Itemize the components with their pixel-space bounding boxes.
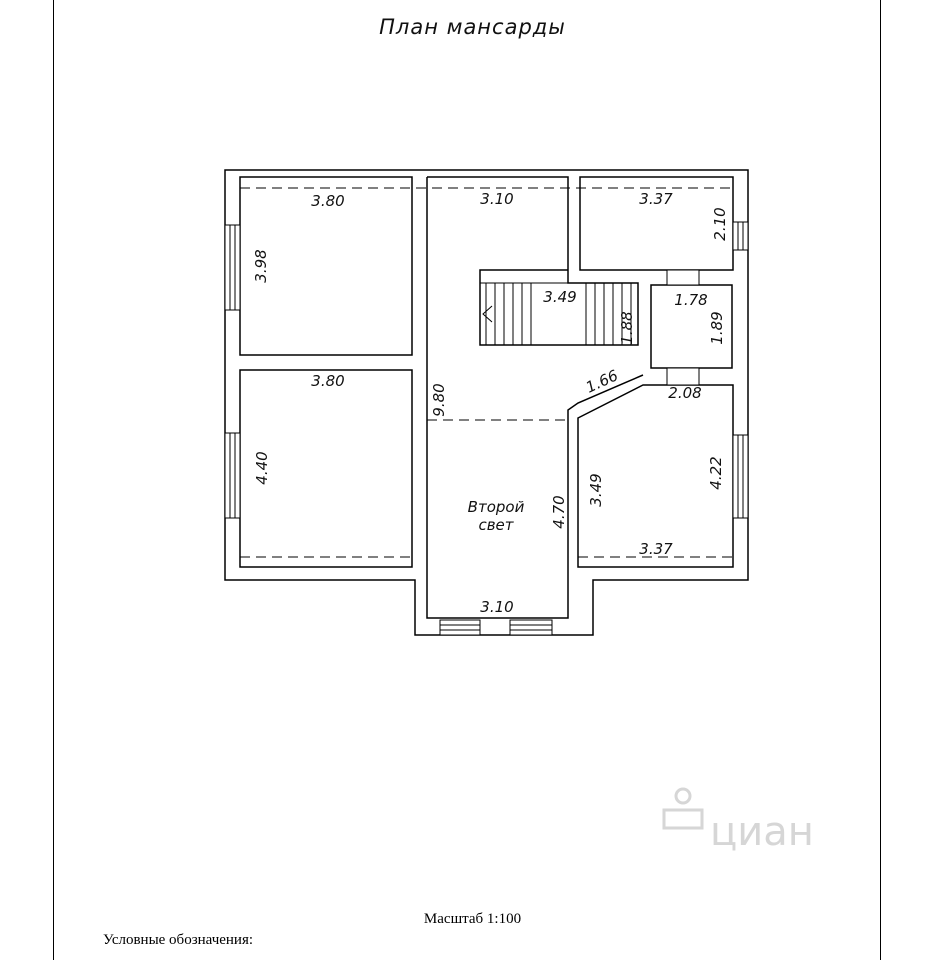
second-light-bottom-width: 3.10 bbox=[480, 598, 513, 616]
window-second-light-2 bbox=[509, 619, 553, 636]
corridor-length: 9.80 bbox=[430, 383, 448, 416]
sheet-frame-right bbox=[880, 0, 881, 960]
stairs-width: 1.88 bbox=[618, 311, 636, 344]
bath-door bbox=[666, 269, 700, 286]
stairs-length: 3.49 bbox=[543, 288, 576, 306]
bath-width: 1.78 bbox=[674, 291, 707, 309]
window-room1 bbox=[224, 224, 241, 311]
room-2-height: 4.40 bbox=[253, 451, 271, 484]
window-second-light-1 bbox=[439, 619, 481, 636]
room-1-height: 3.98 bbox=[252, 249, 270, 282]
watermark-text: циан bbox=[710, 809, 814, 855]
scale-label: Масштаб 1:100 bbox=[423, 911, 522, 927]
outer-wall bbox=[224, 169, 749, 636]
legend-label: Условные обозначения: bbox=[103, 932, 254, 948]
room-4-top-width: 2.08 bbox=[668, 384, 701, 402]
room-1-width: 3.80 bbox=[311, 192, 344, 210]
second-light-height: 4.70 bbox=[550, 495, 568, 528]
plan-title: План мансарды bbox=[379, 15, 566, 39]
room-2-width: 3.80 bbox=[311, 372, 344, 390]
room-4-bottom-width: 3.37 bbox=[639, 540, 673, 558]
room-3-width: 3.37 bbox=[639, 190, 673, 208]
hall-top-width: 3.10 bbox=[480, 190, 513, 208]
cian-watermark: циан bbox=[662, 787, 814, 855]
room-4-left-height: 3.49 bbox=[587, 473, 605, 506]
room4-door bbox=[666, 367, 700, 386]
second-light-label-1: Второй bbox=[468, 498, 525, 516]
window-room2 bbox=[224, 432, 241, 519]
sheet-frame-left bbox=[53, 0, 54, 960]
second-light-label-2: свет bbox=[478, 516, 514, 534]
window-room3 bbox=[732, 221, 749, 251]
room-3-height: 2.10 bbox=[711, 207, 729, 240]
window-room4 bbox=[732, 434, 749, 519]
room-4-right-height: 4.22 bbox=[707, 456, 725, 489]
hall-wall bbox=[426, 176, 644, 619]
bath-height: 1.89 bbox=[708, 311, 726, 344]
